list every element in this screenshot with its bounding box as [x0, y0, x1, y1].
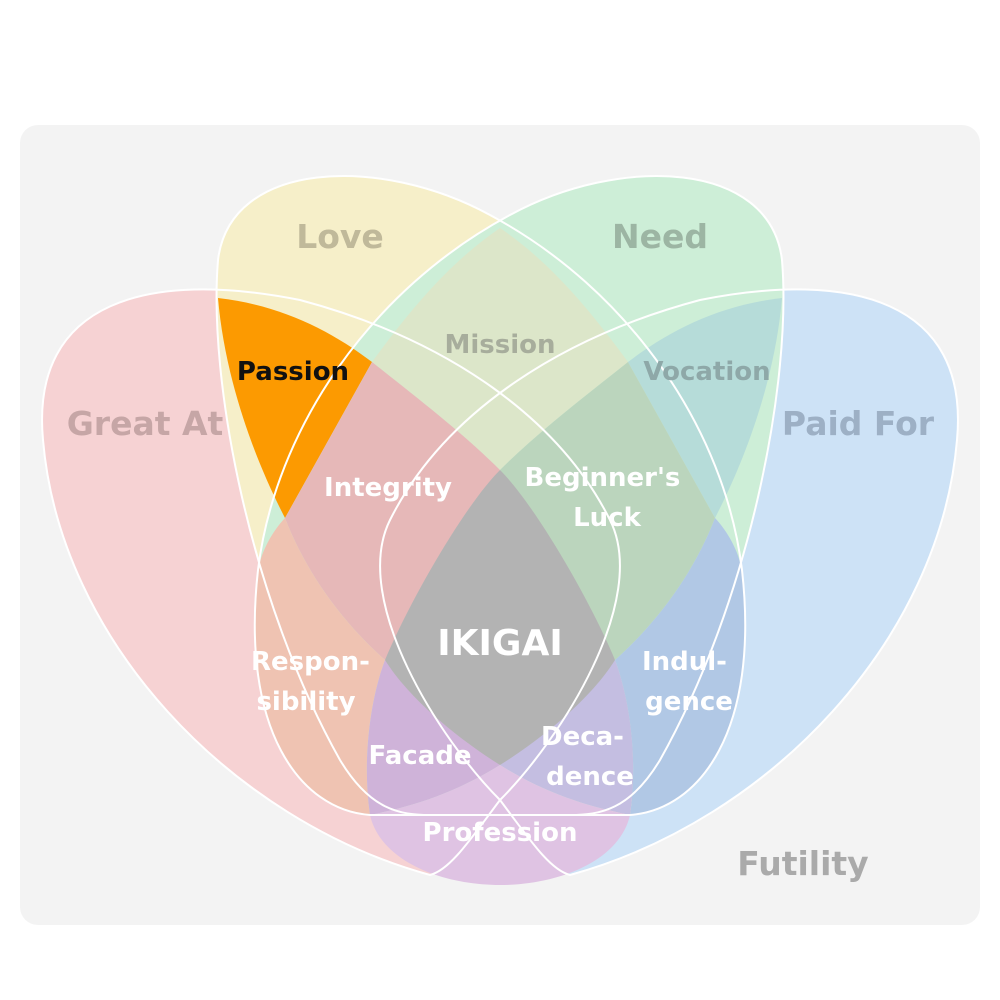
integrity-label: Integrity	[324, 473, 452, 503]
petal-great-outline	[41, 288, 621, 877]
beginners-luck-line-2: Luck	[573, 503, 641, 533]
responsibility-line-2: sibility	[256, 687, 355, 717]
beginners-luck-label: Beginner's Luck	[525, 463, 690, 533]
decadence-region	[500, 660, 634, 815]
indulgence-label: Indul- gence	[642, 647, 736, 717]
indulgence-region	[615, 518, 746, 815]
decadence-line-2: dence	[546, 762, 634, 792]
ikigai-region	[385, 470, 615, 765]
love-label: Love	[296, 217, 384, 256]
facade-region	[366, 660, 500, 815]
responsibility-label: Respon- sibility	[251, 647, 379, 717]
profession-region	[370, 765, 630, 885]
indulgence-line-2: gence	[645, 687, 733, 717]
vocation-region	[628, 298, 782, 518]
ikigai-label: IKIGAI	[437, 623, 563, 664]
paid-for-label: Paid For	[782, 404, 935, 443]
decadence-line-1: Deca-	[541, 722, 624, 752]
passion-region	[218, 298, 372, 518]
profession-label: Profession	[423, 818, 578, 848]
mission-region	[372, 228, 628, 470]
responsibility-region	[254, 518, 385, 815]
responsibility-line-1: Respon-	[251, 647, 370, 677]
great-at-label: Great At	[67, 404, 224, 443]
passion-label: Passion	[237, 357, 349, 387]
petal-love-outline	[215, 175, 747, 816]
petal-paid-outline	[379, 288, 959, 877]
integrity-region	[285, 362, 500, 660]
futility-label: Futility	[737, 844, 868, 883]
mission-label: Mission	[444, 330, 555, 360]
petal-outlines	[41, 175, 959, 877]
indulgence-line-1: Indul-	[642, 647, 727, 677]
vocation-label: Vocation	[643, 357, 770, 387]
beginners-luck-line-1: Beginner's	[525, 463, 681, 493]
need-label: Need	[612, 217, 708, 256]
beginners-luck-region	[500, 362, 715, 660]
decadence-label: Deca- dence	[541, 722, 634, 792]
petal-need-outline	[253, 175, 785, 816]
facade-label: Facade	[369, 741, 472, 771]
